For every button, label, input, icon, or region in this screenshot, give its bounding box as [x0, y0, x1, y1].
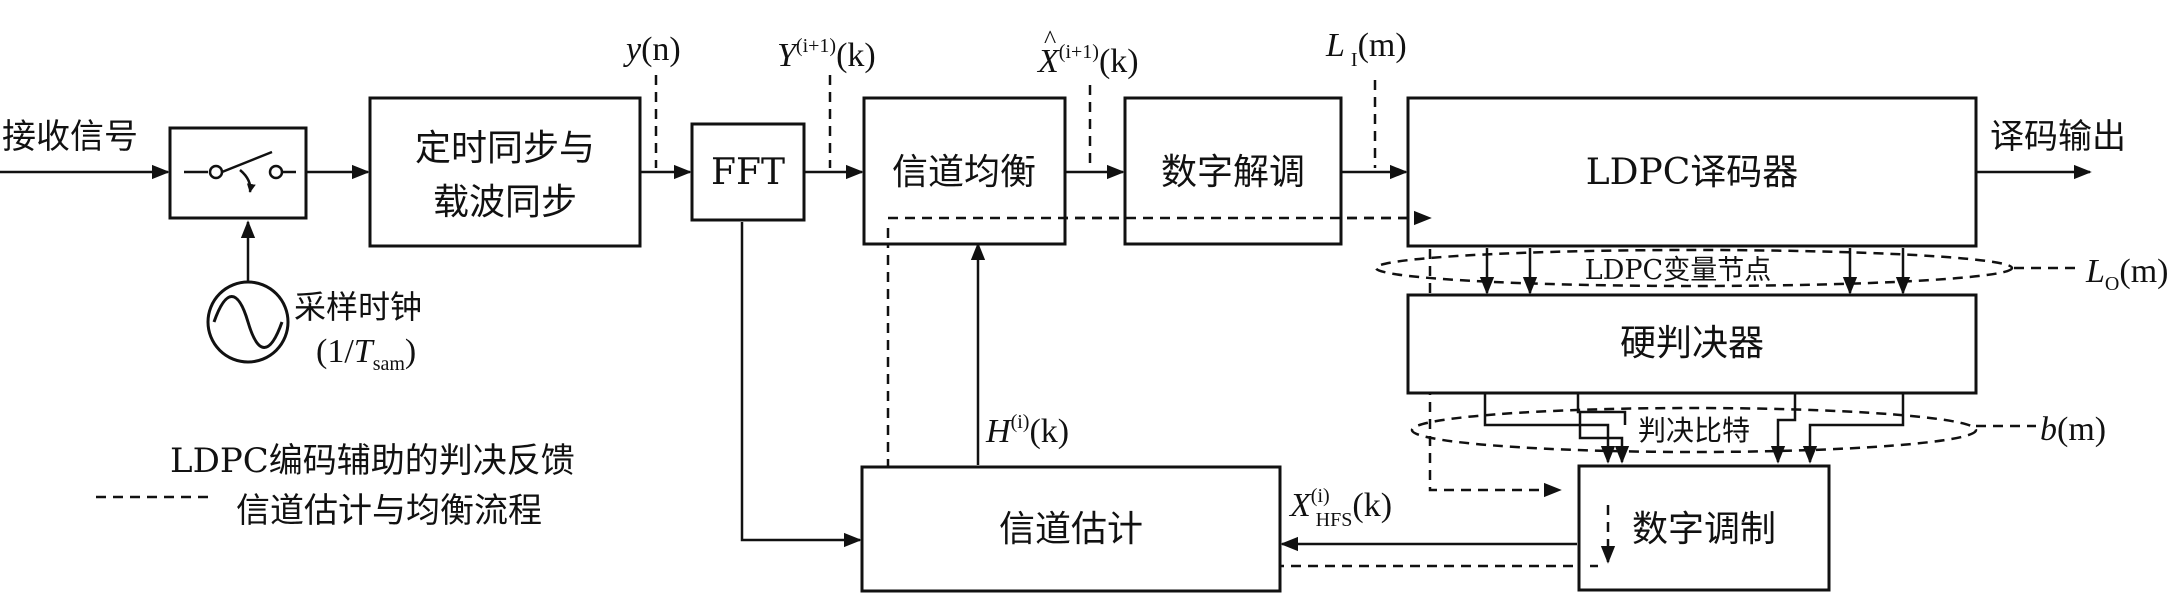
legend-line1: LDPC编码辅助的判决反馈 [170, 441, 575, 481]
var-node-ellipse [1374, 248, 2014, 288]
Xhat-label: X(i+1)(k) [1036, 41, 1139, 80]
clock-period-label: (1/Tsam) [316, 333, 416, 375]
modulator-block: 数字调制 [1577, 464, 1831, 592]
fft-label: FFT [711, 152, 785, 193]
modulator-label: 数字调制 [1632, 509, 1776, 550]
Y-label: Y(i+1)(k) [777, 35, 876, 74]
clock-label: 采样时钟 [294, 288, 422, 326]
hard-to-mod-line-5 [1802, 393, 1905, 464]
LO-label: LO(m) [2085, 253, 2168, 295]
timing-sync-line2: 载波同步 [433, 182, 577, 223]
sampling-clock: 采样时钟 (1/Tsam) [206, 280, 422, 375]
fft-block: FFT [690, 122, 806, 222]
var-node-label: LDPC变量节点 [1585, 255, 1771, 286]
hard-to-mod-line-4 [1770, 393, 1797, 464]
demod-label: 数字解调 [1161, 152, 1305, 193]
estimator-block: 信道估计 [860, 465, 1282, 593]
Xhat-hat-mark: ^ [1044, 25, 1056, 54]
H-label: H(i)(k) [985, 411, 1069, 450]
equalizer-label: 信道均衡 [892, 152, 1036, 193]
switch-block [168, 126, 308, 220]
timing-sync-block: 定时同步与 载波同步 [368, 96, 642, 248]
bm-label: b(m) [2040, 411, 2106, 448]
hard-to-mod-line-3 [1578, 412, 1630, 464]
hard-to-mod-line-2 [1576, 393, 1627, 425]
fft-to-estimator-arrow [740, 222, 862, 548]
timing-sync-line1: 定时同步与 [415, 128, 595, 169]
equalizer-block: 信道均衡 [862, 96, 1067, 246]
decoder-label: LDPC译码器 [1586, 152, 1799, 193]
input-label: 接收信号 [2, 117, 138, 157]
hard-decision-label: 硬判决器 [1620, 323, 1764, 364]
demod-block: 数字解调 [1123, 96, 1343, 246]
legend-line2: 信道估计与均衡流程 [236, 491, 542, 531]
decoder-block: LDPC译码器 [1406, 96, 1978, 248]
yn-label: y(n) [623, 31, 681, 68]
hard-decision-block: 硬判决器 [1406, 293, 1978, 395]
decision-bits-ellipse [1410, 406, 1978, 454]
hard-to-mod-line-1 [1483, 393, 1616, 464]
decision-bits-label: 判决比特 [1638, 414, 1750, 447]
estimator-label: 信道估计 [999, 509, 1143, 550]
switch-contact-icon [221, 150, 273, 174]
output-label: 译码输出 [1990, 117, 2126, 157]
X-HFS-label: X(i)HFS(k) [1288, 485, 1392, 531]
